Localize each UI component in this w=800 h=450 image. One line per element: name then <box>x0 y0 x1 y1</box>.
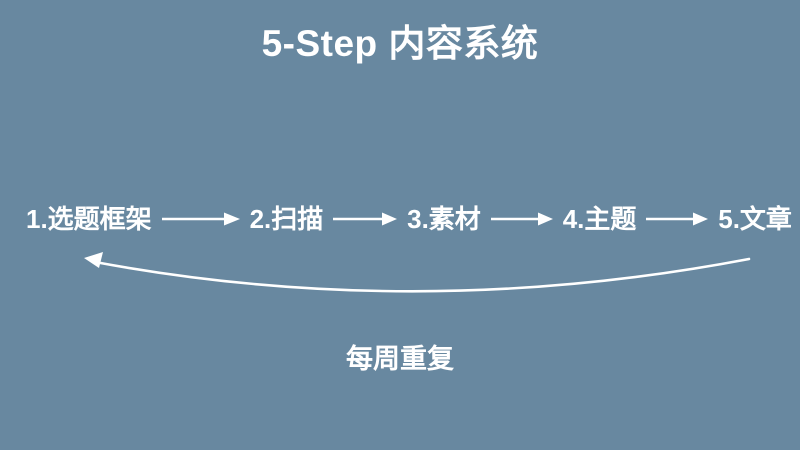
flow-step-3: 3.素材 <box>407 204 481 234</box>
process-flow: 1.选题框架 2.扫描 3.素材 4.主题 <box>26 198 792 240</box>
page-title: 5-Step 内容系统 <box>261 23 539 64</box>
flow-step-4: 4.主题 <box>562 204 637 234</box>
loop-label: 每周重复 <box>346 344 454 374</box>
arrow-right-icon <box>333 212 398 226</box>
arrow-right-icon <box>490 212 553 226</box>
flow-step-2: 2.扫描 <box>249 204 324 234</box>
flow-step-5: 5.文章 <box>718 204 792 234</box>
flow-step-1: 1.选题框架 <box>26 204 152 234</box>
arrow-right-icon <box>161 212 240 226</box>
arrow-right-icon <box>646 212 709 226</box>
